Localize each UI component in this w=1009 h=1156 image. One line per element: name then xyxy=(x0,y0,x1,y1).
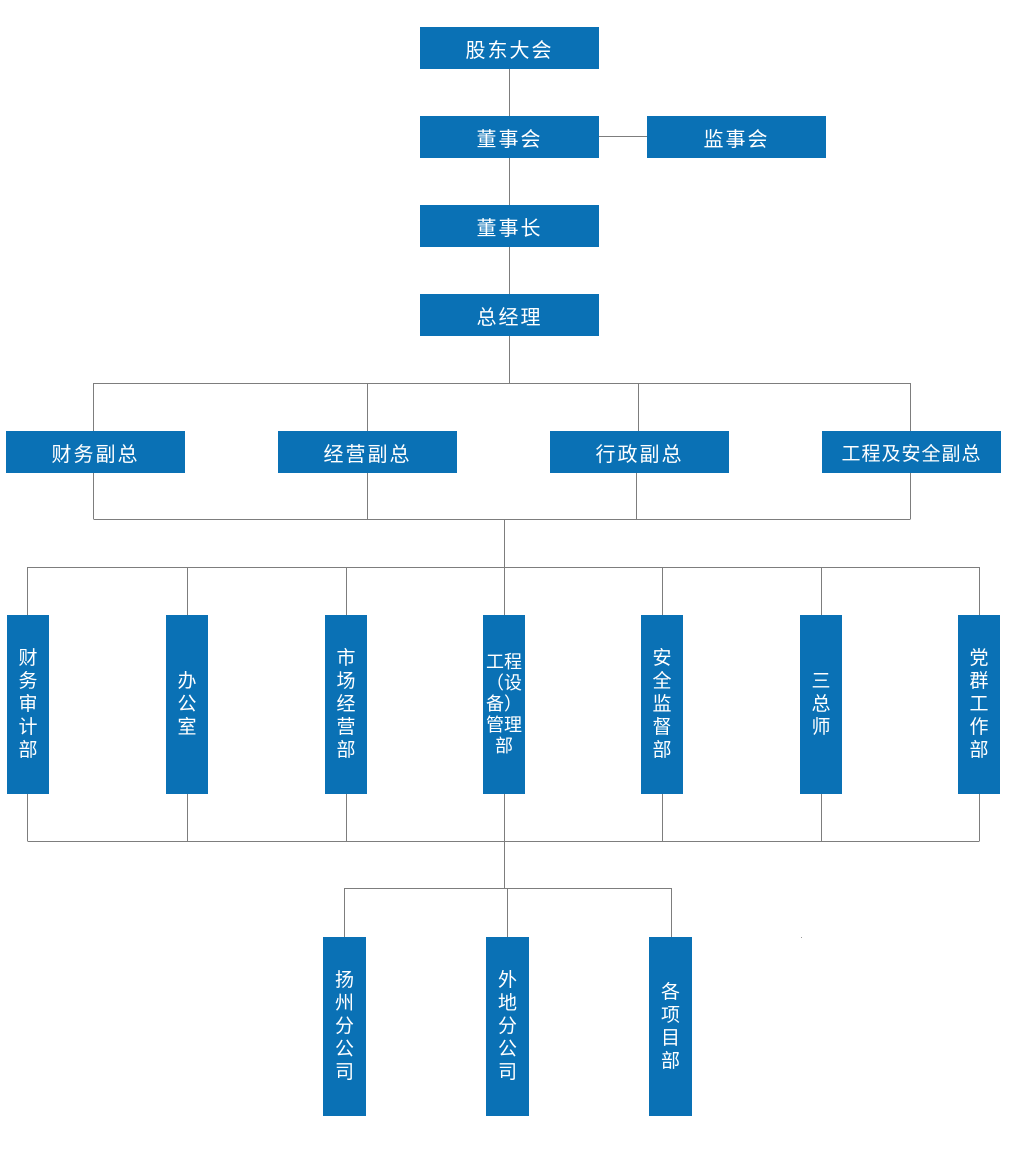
node-dept-market-operations: 市场经营部 xyxy=(325,615,367,794)
stray-dot xyxy=(801,937,802,938)
node-vp-operations: 经营副总 xyxy=(278,431,457,473)
node-dept-three-chief-engineers: 三总师 xyxy=(800,615,842,794)
node-label: 财务副总 xyxy=(51,441,140,466)
node-vp-engineering-safety: 工程及安全副总 xyxy=(822,431,1001,473)
node-dept-engineering-equipment: 工程（设备）管理部 xyxy=(483,615,525,794)
node-label: 工程（设备）管理部 xyxy=(486,652,522,757)
node-dept-safety-supervision: 安全监督部 xyxy=(641,615,683,794)
node-branch-yangzhou: 扬州分公司 xyxy=(323,937,366,1116)
node-label: 扬州分公司 xyxy=(334,969,354,1083)
node-label: 董事长 xyxy=(476,215,543,240)
node-general-manager: 总经理 xyxy=(420,294,599,336)
node-label: 三总师 xyxy=(811,670,831,738)
node-label: 财务审计部 xyxy=(18,647,38,761)
node-vp-administration: 行政副总 xyxy=(550,431,729,473)
node-supervisory-board: 监事会 xyxy=(647,116,826,158)
node-chairman: 董事长 xyxy=(420,205,599,247)
node-label: 监事会 xyxy=(703,126,770,151)
node-vp-finance: 财务副总 xyxy=(6,431,185,473)
node-label: 股东大会 xyxy=(465,37,554,62)
node-label: 安全监督部 xyxy=(652,647,672,761)
node-label: 办公室 xyxy=(177,670,197,738)
node-shareholders-meeting: 股东大会 xyxy=(420,27,599,69)
node-dept-party-affairs: 党群工作部 xyxy=(958,615,1000,794)
node-label: 董事会 xyxy=(476,126,543,151)
node-label: 经营副总 xyxy=(323,441,412,466)
node-dept-office: 办公室 xyxy=(166,615,208,794)
node-board-of-directors: 董事会 xyxy=(420,116,599,158)
node-branch-project-departments: 各项目部 xyxy=(649,937,692,1116)
node-label: 工程及安全副总 xyxy=(841,442,982,465)
node-label: 各项目部 xyxy=(660,980,680,1072)
node-label: 市场经营部 xyxy=(336,647,356,761)
node-label: 行政副总 xyxy=(595,441,684,466)
node-dept-finance-audit: 财务审计部 xyxy=(7,615,49,794)
node-label: 总经理 xyxy=(476,304,543,329)
node-label: 外地分公司 xyxy=(497,969,517,1083)
node-branch-external: 外地分公司 xyxy=(486,937,529,1116)
node-label: 党群工作部 xyxy=(969,647,989,761)
